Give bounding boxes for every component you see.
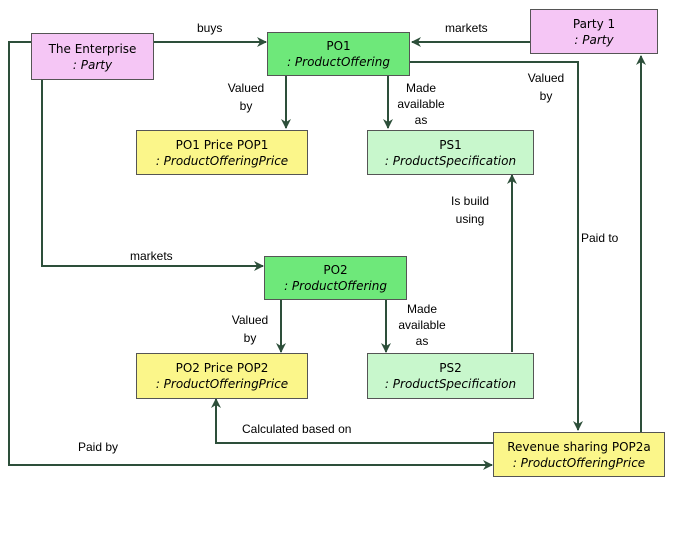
node-name: PO1 Price POP1: [175, 137, 269, 152]
label-paid-to: Paid to: [581, 231, 619, 245]
label-valued-by-po1: Valued by: [222, 80, 270, 114]
node-pop1[interactable]: PO1 Price POP1 : ProductOfferingPrice: [136, 130, 308, 175]
node-po2[interactable]: PO2 : ProductOffering: [264, 256, 407, 300]
node-name: PO1: [326, 39, 351, 53]
node-pop2[interactable]: PO2 Price POP2 : ProductOfferingPrice: [136, 353, 308, 399]
label-line: by: [243, 331, 257, 345]
node-name: Revenue sharing POP2a: [507, 439, 651, 454]
node-type: : ProductSpecification: [384, 377, 517, 391]
node-revenue-sharing[interactable]: Revenue sharing POP2a : ProductOfferingP…: [493, 432, 665, 477]
node-name: Party 1: [572, 16, 616, 31]
label-line: by: [239, 99, 253, 113]
node-type: : Party: [72, 57, 113, 72]
label-is-build-using: Is build using: [440, 193, 500, 227]
node-name: PO2 Price POP2: [175, 361, 269, 375]
edge-paid-by: [8, 41, 493, 470]
node-type: : ProductOfferingPrice: [155, 377, 289, 391]
label-calculated-based-on: Calculated based on: [242, 422, 352, 436]
label-markets-enterprise: markets: [130, 249, 173, 263]
label-line: Made: [405, 81, 437, 95]
node-type: : ProductOffering: [287, 55, 390, 69]
label-paid-by: Paid by: [78, 440, 119, 454]
node-type: : ProductOffering: [284, 279, 387, 293]
label-line: using: [455, 212, 485, 226]
node-name: PO2: [323, 263, 348, 277]
label-markets-party1: markets: [445, 21, 488, 35]
node-name: PS1: [439, 137, 462, 152]
label-line: Is build: [450, 194, 490, 208]
label-line: as: [414, 113, 428, 127]
node-name: The Enterprise: [48, 41, 137, 56]
label-line: Valued: [231, 313, 269, 327]
label-valued-by-party1: Valued by: [522, 70, 570, 104]
label-line: available: [398, 318, 446, 332]
node-party-1[interactable]: Party 1 : Party: [530, 9, 658, 54]
node-name: PS2: [439, 361, 462, 375]
edge-markets-enterprise: [41, 80, 264, 271]
node-po1[interactable]: PO1 : ProductOffering: [267, 32, 410, 76]
edge-valued-by-party1: [410, 61, 583, 431]
node-ps2[interactable]: PS2 : ProductSpecification: [367, 353, 534, 399]
edge-calculated-based-on: [211, 398, 493, 444]
node-ps1[interactable]: PS1 : ProductSpecification: [367, 130, 534, 175]
label-valued-by-po2: Valued by: [226, 312, 274, 346]
label-line: available: [397, 97, 445, 111]
node-type: : Party: [574, 32, 614, 47]
label-line: as: [415, 334, 429, 348]
label-line: Made: [406, 302, 438, 316]
node-type: : ProductOfferingPrice: [512, 455, 646, 470]
node-type: : ProductOfferingPrice: [155, 153, 289, 168]
label-made-available-po2: Made available as: [393, 301, 451, 349]
label-line: by: [539, 89, 553, 103]
node-type: : ProductSpecification: [384, 153, 517, 168]
node-the-enterprise[interactable]: The Enterprise : Party: [31, 33, 154, 80]
label-line: Valued: [527, 71, 565, 85]
label-line: Valued: [227, 81, 265, 95]
label-buys: buys: [197, 21, 223, 35]
label-made-available-po1: Made available as: [392, 80, 450, 128]
